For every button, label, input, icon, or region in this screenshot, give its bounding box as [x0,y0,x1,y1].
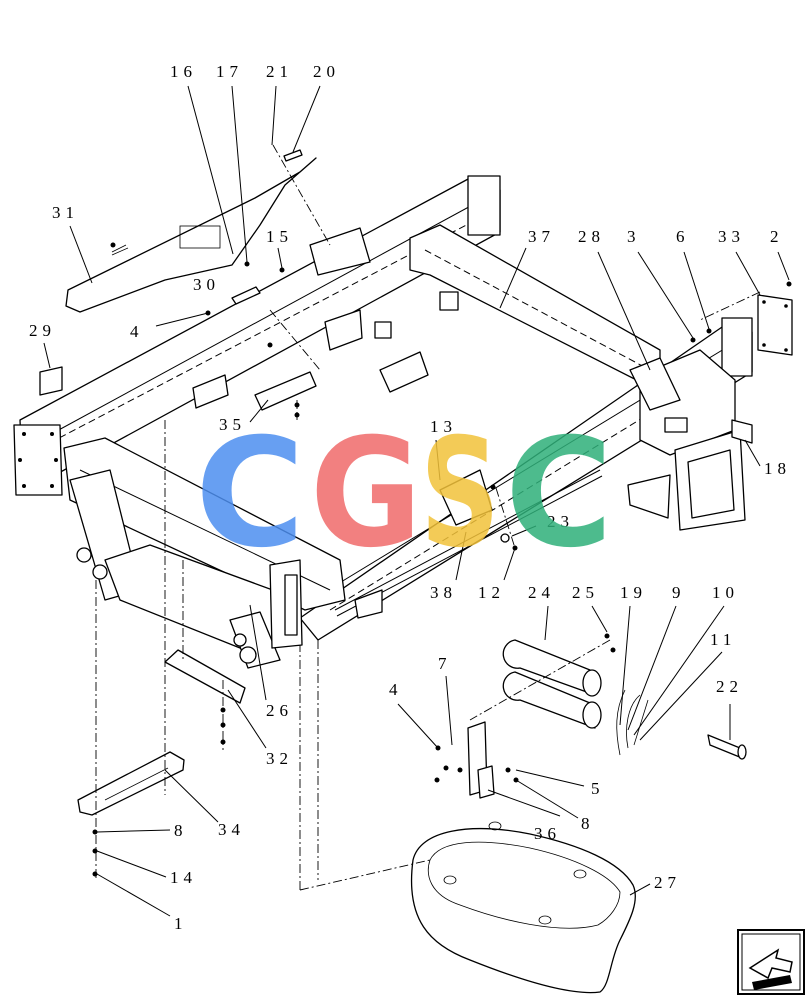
callout-13: 13 [430,417,457,436]
callout-4-bottom: 4 [389,680,403,699]
callout-12: 12 [478,583,505,602]
callout-17: 17 [216,62,243,81]
callout-21: 21 [266,62,293,81]
rollers-part-24 [502,639,602,729]
callout-34: 34 [218,820,245,839]
callout-1: 1 [174,914,188,933]
callout-8-right: 8 [581,814,595,833]
callout-3: 3 [627,227,641,246]
leader-lines [43,85,790,917]
bowl-part-27 [411,821,636,994]
callout-37: 37 [528,227,555,246]
callout-6: 6 [676,227,690,246]
callout-26: 26 [266,701,293,720]
watermark: C G S C [195,407,613,581]
watermark-letter-g: G [310,407,422,581]
callout-5: 5 [591,779,605,798]
callout-18: 18 [764,459,791,478]
callout-14: 14 [170,868,197,887]
callout-27: 27 [654,873,681,892]
callout-4-top: 4 [130,322,144,341]
main-frame [13,175,793,669]
callout-10: 10 [712,583,739,602]
center-lines [95,144,761,891]
callout-31: 31 [52,203,79,222]
callout-29: 29 [29,321,56,340]
callout-32: 32 [266,749,293,768]
callout-38: 38 [430,583,457,602]
callout-16: 16 [170,62,197,81]
callout-25: 25 [572,583,599,602]
callout-22: 22 [716,677,743,696]
watermark-letter-c: C [195,407,305,581]
callout-36: 36 [534,824,561,843]
next-page-arrow-icon[interactable] [737,929,805,995]
callout-7: 7 [438,654,452,673]
watermark-letter-c2: C [505,407,613,581]
callout-labels: 16 17 21 20 31 15 37 28 3 6 33 2 30 4 29… [29,62,791,933]
callout-30: 30 [193,275,220,294]
callout-2: 2 [770,227,784,246]
shield-part-31 [65,157,317,313]
callout-24: 24 [528,583,555,602]
callout-19: 19 [620,583,647,602]
callout-33: 33 [718,227,745,246]
callout-35: 35 [219,415,246,434]
callout-28: 28 [578,227,605,246]
watermark-letter-s: S [420,407,500,581]
callout-9: 9 [672,583,686,602]
callout-23: 23 [547,512,574,531]
loose-parts [39,149,753,994]
callout-15: 15 [266,227,293,246]
callout-20: 20 [313,62,340,81]
callout-8-left: 8 [174,821,188,840]
callout-11: 11 [710,630,736,649]
